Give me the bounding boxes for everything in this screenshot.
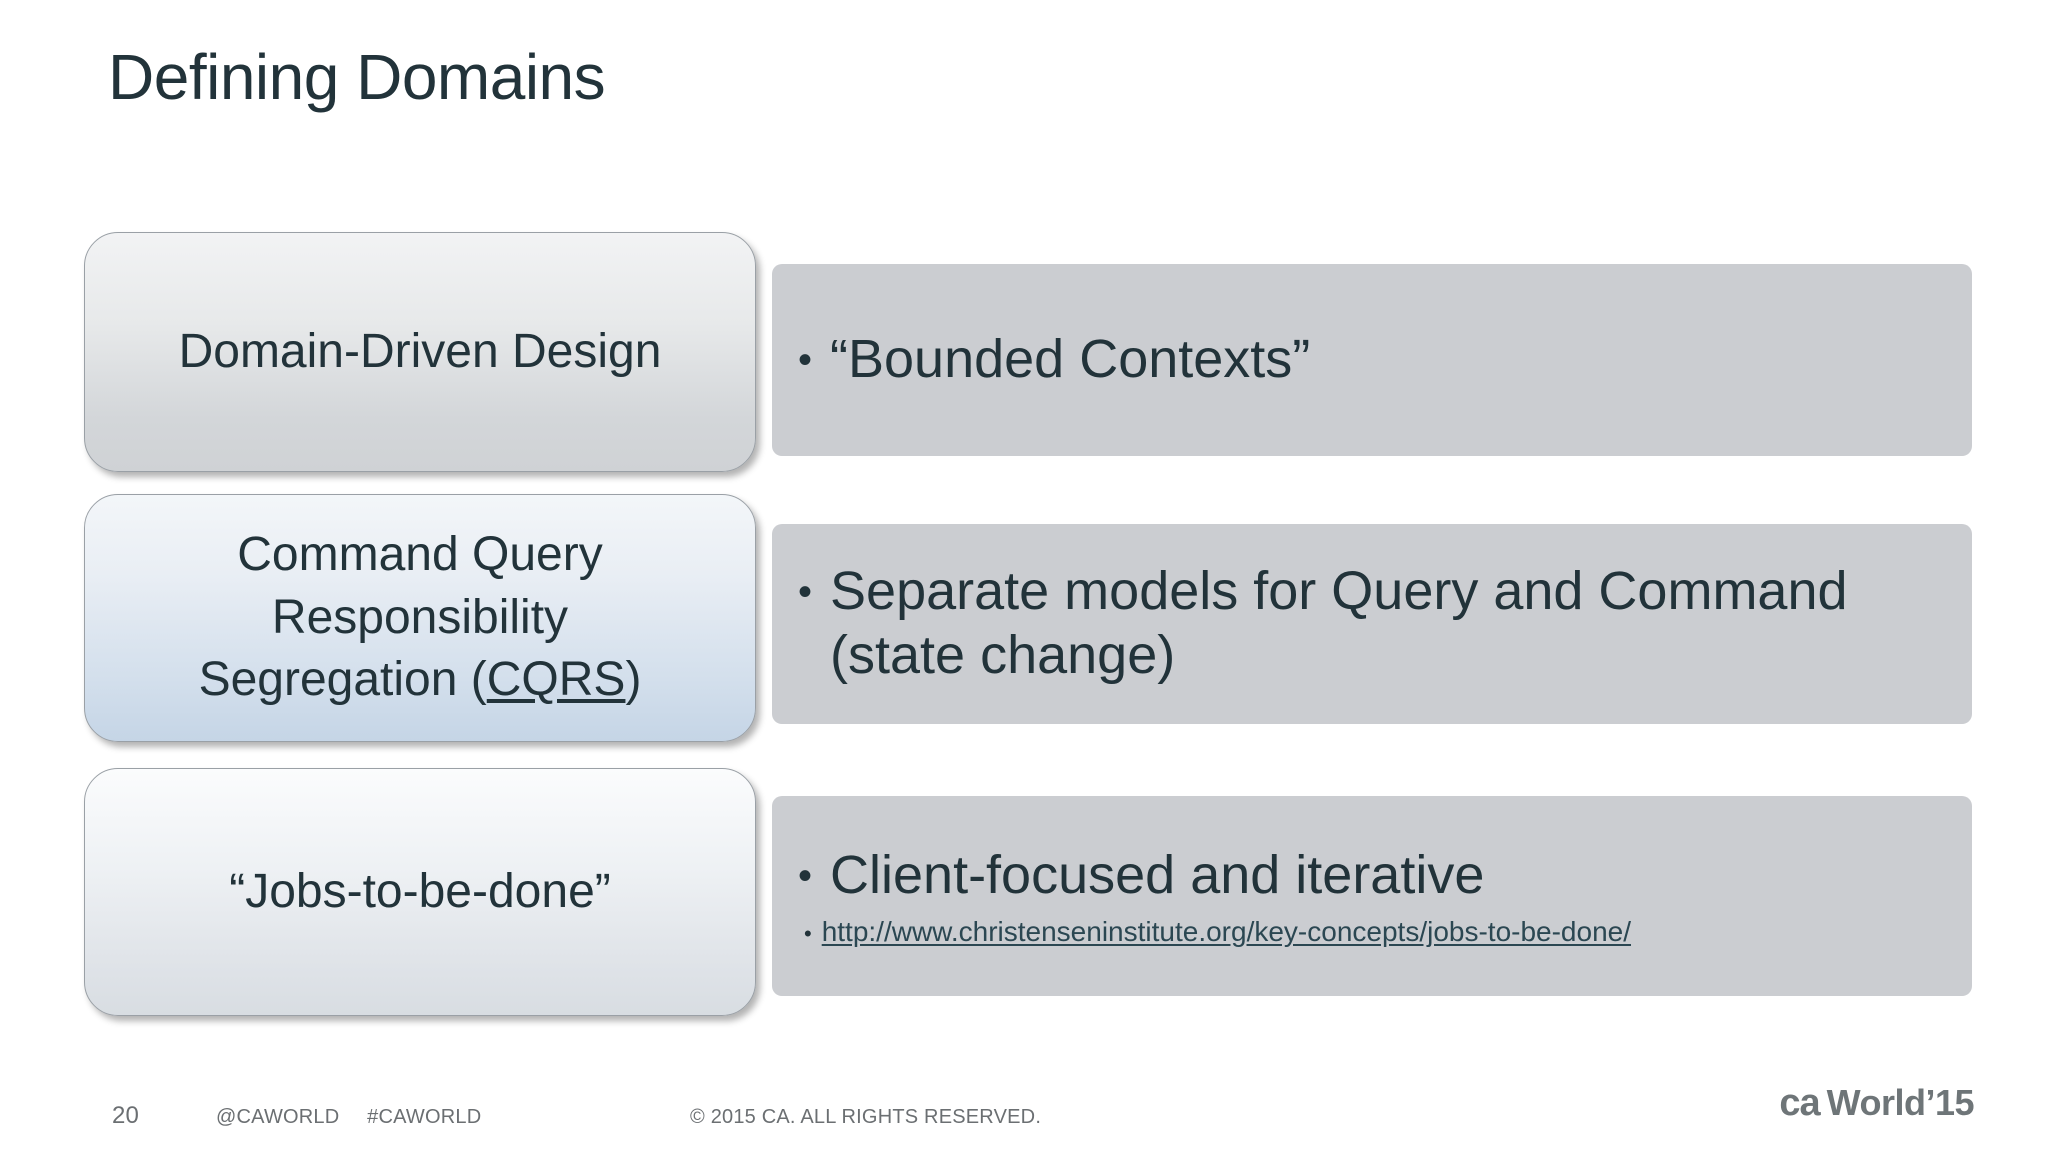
page-number: 20	[112, 1102, 140, 1129]
logo-world-text: World	[1826, 1082, 1926, 1123]
page-title: Defining Domains	[108, 41, 606, 113]
bullet-item: • Client-focused and iterative	[798, 844, 1946, 908]
chip-label-line-3-suffix: )	[625, 653, 642, 707]
bullet-text: Client-focused and iterative	[830, 844, 1485, 905]
bullet-item: • “Bounded Contexts”	[798, 328, 1946, 392]
bullet-item: • Separate models for Query and Command …	[798, 560, 1946, 687]
bullet-dot-icon: •	[798, 570, 813, 615]
bullet-text: “Bounded Contexts”	[830, 329, 1311, 390]
logo-year-text: ’15	[1925, 1082, 1974, 1123]
jobs-to-be-done-url-link[interactable]: http://www.christenseninstitute.org/key-…	[821, 916, 1631, 948]
panel-jobs-to-be-done: • Client-focused and iterative • http://…	[772, 796, 1972, 996]
chip-jobs-to-be-done[interactable]: “Jobs-to-be-done”	[84, 768, 756, 1016]
content-rows: Domain-Driven Design • “Bounded Contexts…	[0, 232, 2048, 1028]
chip-label-line-2: Responsibility	[271, 590, 569, 644]
chip-label-line-1: Command Query	[237, 528, 603, 582]
bullet-item-sub: • http://www.christenseninstitute.org/ke…	[798, 915, 1946, 948]
bullet-dot-icon: •	[804, 921, 812, 947]
social-handles: @CAWORLD #CAWORLD	[216, 1106, 503, 1129]
row-domain-driven-design: Domain-Driven Design • “Bounded Contexts…	[0, 232, 2048, 492]
hashtag: #CAWORLD	[367, 1106, 482, 1128]
bullet-dot-icon: •	[798, 338, 813, 383]
chip-label: Domain-Driven Design	[178, 324, 662, 378]
logo-ca-text: ca	[1779, 1082, 1820, 1124]
bullet-text: Separate models for Query and Command (s…	[830, 561, 1848, 685]
copyright-text: © 2015 CA. ALL RIGHTS RESERVED.	[690, 1106, 1042, 1128]
row-cqrs: Command Query Responsibility Segregation…	[0, 494, 2048, 760]
chip-label-line-3-prefix: Segregation (	[198, 653, 487, 707]
chip-cqrs[interactable]: Command Query Responsibility Segregation…	[84, 494, 756, 742]
panel-domain-driven-design: • “Bounded Contexts”	[772, 264, 1972, 456]
chip-domain-driven-design[interactable]: Domain-Driven Design	[84, 232, 756, 472]
slide-footer: 20 @CAWORLD #CAWORLD © 2015 CA. ALL RIGH…	[0, 1082, 2048, 1144]
bullet-dot-icon: •	[798, 853, 813, 898]
ca-world-logo: ca World ’15	[1779, 1082, 1974, 1125]
chip-label: “Jobs-to-be-done”	[229, 864, 611, 918]
panel-cqrs: • Separate models for Query and Command …	[772, 524, 1972, 724]
chip-label: Command Query Responsibility Segregation…	[177, 524, 664, 711]
row-jobs-to-be-done: “Jobs-to-be-done” • Client-focused and i…	[0, 768, 2048, 1028]
twitter-handle: @CAWORLD	[216, 1106, 340, 1128]
cqrs-link[interactable]: CQRS	[486, 653, 626, 707]
